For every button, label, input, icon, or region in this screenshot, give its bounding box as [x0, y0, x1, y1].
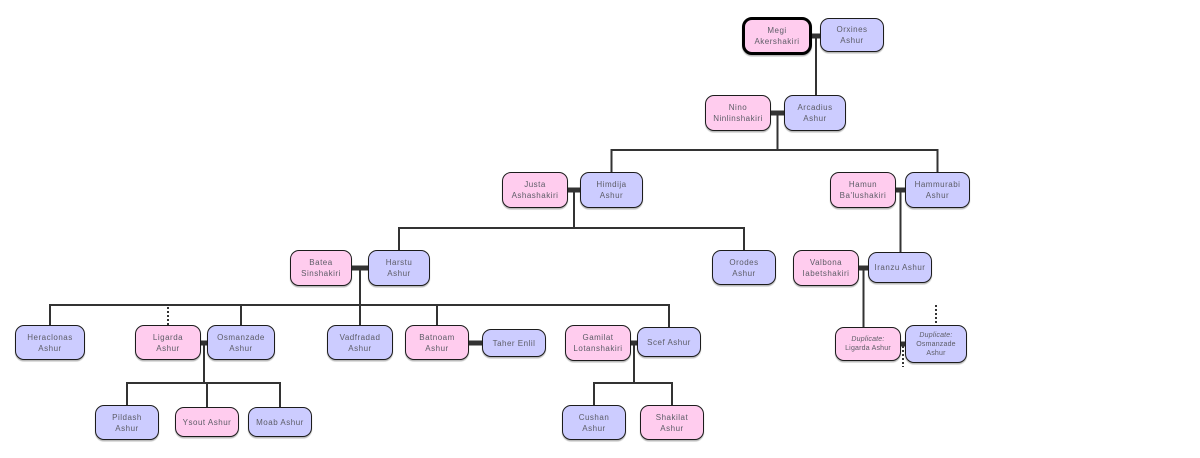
person-name-line: Ligarda — [152, 332, 184, 342]
person-name-line: Pildash — [112, 412, 142, 422]
person-box-ysout[interactable]: Ysout Ashur — [175, 407, 239, 437]
person-name-line: Ashur — [156, 343, 180, 353]
person-name-line: Ashur — [115, 423, 139, 433]
person-name-line: Osmanzade — [217, 332, 265, 342]
person-name-line: Batnoam — [419, 332, 455, 342]
person-name-line: Arcadius — [797, 103, 833, 112]
person-box-iranzu[interactable]: Iranzu Ashur — [868, 252, 932, 283]
person-name-line: Megi — [767, 26, 787, 35]
person-name-line: Akershakiri — [754, 37, 800, 46]
person-name-line: Ashur — [599, 191, 624, 200]
person-name-line: Ashur — [660, 423, 684, 433]
person-name-line: Shakilat — [655, 412, 689, 422]
person-name-line: Ysout Ashur — [182, 417, 232, 427]
person-name-line: Nino — [728, 103, 748, 112]
person-name-line: Gamilat — [582, 333, 614, 342]
person-name-line: Ashur — [840, 36, 864, 45]
person-box-dup-ligarda[interactable]: Duplicate: Ligarda Ashur — [835, 327, 901, 361]
person-name-line: Ashur — [229, 343, 253, 353]
person-name-line: Ashur — [425, 343, 449, 353]
person-name-line: Hamun — [848, 180, 878, 189]
person-name-line: Harstu — [385, 258, 413, 267]
person-name-line: Cushan — [578, 412, 610, 422]
person-name-line: Ligarda Ashur — [845, 345, 891, 352]
person-name-line: Batea — [309, 258, 333, 267]
person-name-line: Vadfradad — [339, 332, 381, 342]
person-name-line: Ashur — [348, 343, 372, 353]
person-name-line: Hammurabi — [914, 180, 961, 189]
person-name-line: Lotanshakiri — [573, 344, 623, 353]
person-name-line: Justa — [524, 180, 546, 189]
person-name-line: Orxines — [836, 25, 868, 34]
person-name-line: Ashur — [926, 349, 946, 357]
person-box-taher[interactable]: Taher Enlil — [482, 329, 546, 357]
person-name-line: Osmanzade — [916, 340, 956, 348]
person-name-line: Ba'lushakiri — [839, 191, 887, 200]
person-name-line: Duplicate: — [851, 336, 885, 343]
person-box-scef[interactable]: Scef Ashur — [637, 327, 701, 357]
person-name-line: Moab Ashur — [256, 417, 304, 427]
person-name-line: Sinshakiri — [301, 269, 341, 278]
person-name-line: Ashur — [387, 269, 411, 278]
person-name-line: Duplicate: — [919, 331, 953, 339]
person-name-line: Ashur — [803, 114, 827, 123]
person-name-line: Ashashakiri — [511, 191, 559, 200]
person-name-line: Valbona — [809, 258, 843, 267]
person-name-line: Himdija — [596, 180, 627, 189]
person-name-line: Orodes — [729, 257, 759, 267]
person-name-line: Ninlinshakiri — [713, 114, 763, 123]
person-name-line: Iranzu Ashur — [874, 263, 926, 272]
person-name-line: Heraclonas — [27, 332, 73, 342]
person-name-line: Ashur — [732, 268, 756, 278]
person-box-moab[interactable]: Moab Ashur — [248, 407, 312, 437]
person-name-line: Iabetshakiri — [802, 269, 850, 278]
person-name-line: Ashur — [925, 191, 950, 200]
person-name-line: Taher Enlil — [492, 338, 536, 348]
person-name-line: Ashur — [582, 423, 606, 433]
person-name-line: Ashur — [38, 343, 62, 353]
person-name-line: Scef Ashur — [647, 337, 691, 347]
